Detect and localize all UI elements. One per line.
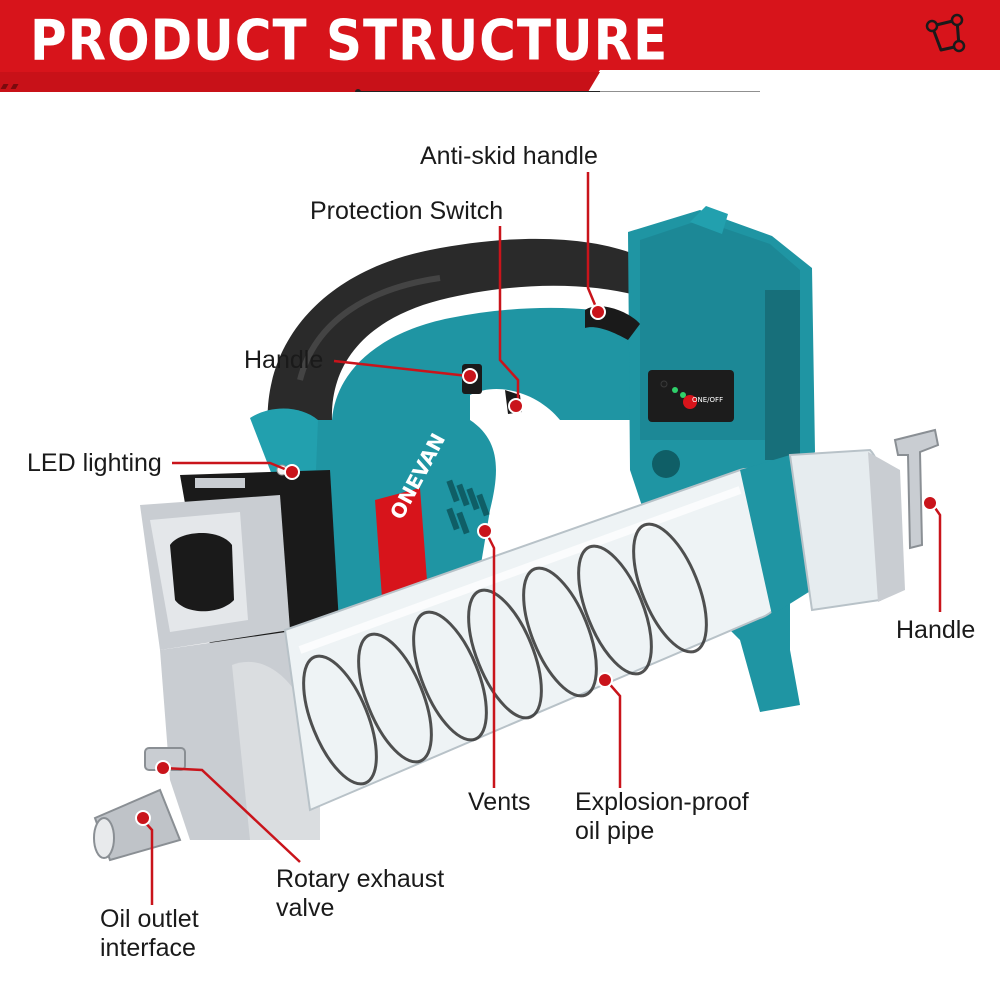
oil-outlet-line — [142, 819, 154, 905]
callout-protection-switch: Protection Switch — [310, 197, 504, 225]
pointer-dot — [922, 495, 938, 511]
anti-skid-line — [586, 172, 600, 313]
protection-switch-line — [498, 226, 520, 402]
pointer-dot — [590, 304, 606, 320]
callout-handle-right: Handle — [896, 616, 976, 644]
indicator-text: ONE/OFF — [692, 396, 724, 404]
callout-anti-skid-handle: Anti-skid handle — [420, 142, 598, 170]
vents-line — [484, 531, 496, 788]
network-icon — [925, 13, 966, 53]
callout-led-lighting: LED lighting — [27, 449, 162, 477]
pointer-dot — [477, 523, 493, 539]
led-lighting-line — [172, 461, 293, 474]
callout-explosion-proof-pipe: Explosion-proof oil pipe — [575, 788, 749, 845]
page-title: PRODUCT STRUCTURE — [30, 8, 669, 73]
handle-right-line — [931, 504, 942, 612]
rear-t-handle — [893, 428, 940, 550]
pointer-dot — [508, 398, 524, 414]
explosion-pipe-line — [605, 679, 622, 788]
handle-body — [268, 307, 640, 430]
header-banner — [0, 0, 1000, 92]
callout-rotary-exhaust-valve: Rotary exhaust valve — [276, 865, 445, 922]
pointer-dot — [155, 760, 171, 776]
pointer-dot — [597, 672, 613, 688]
callout-oil-outlet-interface: Oil outlet interface — [100, 905, 199, 962]
handle-grip — [267, 238, 652, 430]
pointer-dot — [284, 464, 300, 480]
pointer-dot — [135, 810, 151, 826]
callout-handle-top: Handle — [244, 346, 324, 374]
handle-top-line — [333, 359, 469, 378]
rotary-valve-line — [162, 766, 301, 863]
callout-vents: Vents — [468, 788, 531, 816]
pointer-dot — [462, 368, 478, 384]
